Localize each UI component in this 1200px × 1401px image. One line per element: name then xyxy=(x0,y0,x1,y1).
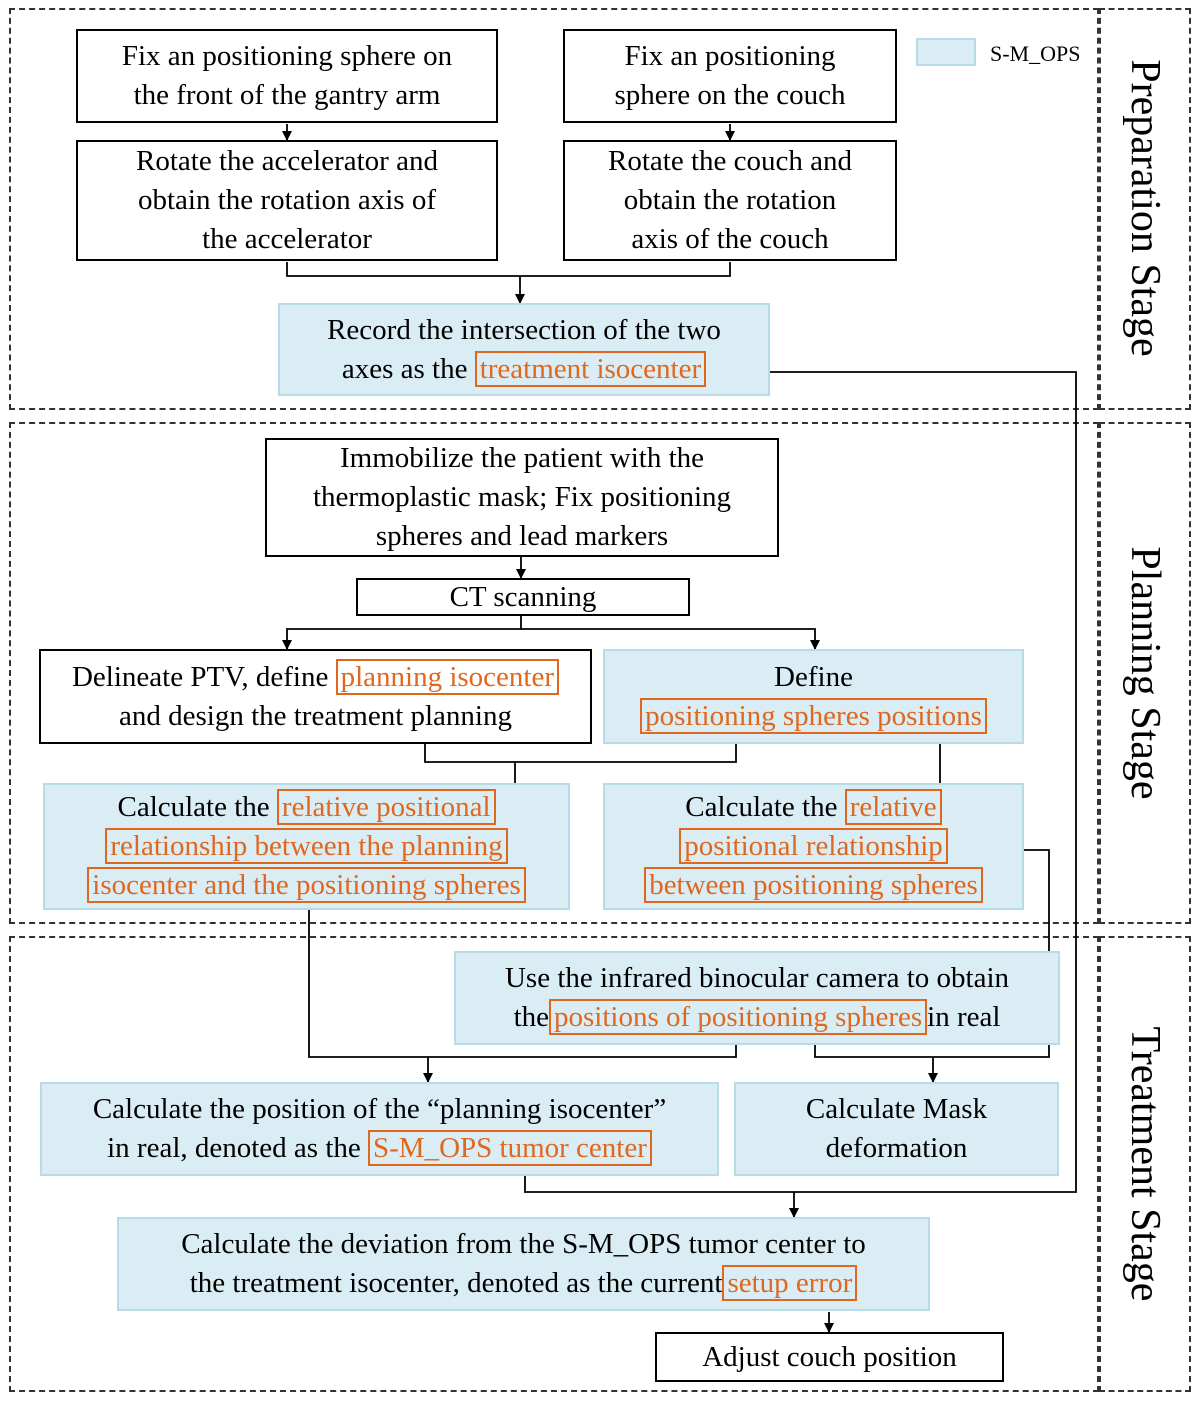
setup-error-highlight: setup error xyxy=(722,1265,858,1301)
planning-label-frame xyxy=(1099,422,1191,924)
box-line: and design the treatment planning xyxy=(118,699,512,732)
box-line: Adjust couch position xyxy=(702,1340,957,1373)
box-line: Calculate the position of the “planning … xyxy=(92,1093,667,1125)
relative-highlight: relative xyxy=(844,789,942,825)
line-isocenter-to-deviation xyxy=(734,371,1077,1193)
record-isocenter-box: Record the intersection of the two axes … xyxy=(278,303,770,396)
box-text: Delineate PTV, define xyxy=(71,660,329,693)
box-line: Calculate Mask xyxy=(805,1093,988,1125)
immobilize-patient-box: Immobilize the patient with the thermopl… xyxy=(265,438,779,557)
box-line: Calculate the relative positional xyxy=(117,788,496,827)
calc-planning-isocenter-position-box: Calculate the position of the “planning … xyxy=(40,1082,719,1176)
box-text: in real, denoted as the xyxy=(107,1132,361,1164)
legend-swatch xyxy=(916,38,976,66)
positioning-spheres-positions-highlight: positioning spheres positions xyxy=(640,697,987,734)
treatment-label-frame xyxy=(1099,936,1191,1392)
box-line: axes as the treatment isocenter xyxy=(341,350,707,389)
box-line: in real, denoted as the S-M_OPS tumor ce… xyxy=(107,1129,652,1168)
box-line: Calculate the deviation from the S-M_OPS… xyxy=(181,1228,866,1260)
rotate-accelerator-box: Rotate the accelerator and obtain the ro… xyxy=(76,140,498,261)
box-text: in real xyxy=(927,1001,1001,1033)
box-line: obtain the rotation xyxy=(623,184,837,216)
preparation-stage-frame xyxy=(9,8,1099,410)
box-line: Use the infrared binocular camera to obt… xyxy=(504,962,1010,994)
calc-relative-isocenter-box: Calculate the relative positional relati… xyxy=(43,783,570,910)
rotate-couch-box: Rotate the couch and obtain the rotation… xyxy=(563,140,897,261)
fix-couch-sphere-box: Fix an positioning sphere on the couch xyxy=(563,29,897,123)
delineate-ptv-box: Delineate PTV, define planning isocenter… xyxy=(39,649,592,744)
box-line: Rotate the couch and xyxy=(608,145,852,177)
define-sphere-positions-box: Define positioning spheres positions xyxy=(603,649,1024,744)
line-tumor-center-down xyxy=(524,1175,794,1193)
box-line: obtain the rotation axis of xyxy=(138,184,436,216)
box-text: the treatment isocenter, denoted as the … xyxy=(189,1267,723,1299)
relative-positional-highlight: relative positional xyxy=(276,789,496,825)
between-spheres-highlight: between positioning spheres xyxy=(644,867,983,903)
box-text: Calculate the xyxy=(117,791,270,823)
box-line: Record the intersection of the two xyxy=(327,313,721,346)
box-text: axes as the xyxy=(341,352,468,385)
split-ct-right xyxy=(521,628,816,649)
box-line: Rotate the accelerator and xyxy=(136,145,438,177)
box-line: the front of the gantry arm xyxy=(133,79,441,111)
preparation-label-frame xyxy=(1099,8,1191,410)
line-rel-iso-down xyxy=(308,907,737,1058)
box-line: Fix an positioning sphere on xyxy=(121,40,453,72)
box-line: deformation xyxy=(825,1132,968,1164)
fix-gantry-sphere-box: Fix an positioning sphere on the front o… xyxy=(76,29,498,123)
box-line: thermoplastic mask; Fix positioning xyxy=(312,481,732,513)
isocenter-spheres-highlight: isocenter and the positioning spheres xyxy=(87,867,526,903)
box-text: the xyxy=(513,1001,550,1033)
treatment-stage-frame xyxy=(9,936,1099,1392)
line-rel-sph-right xyxy=(814,849,1050,1058)
positions-of-spheres-highlight: positions of positioning spheres xyxy=(549,999,928,1035)
relationship-highlight: relationship between the planning xyxy=(105,828,508,864)
positional-relationship-highlight: positional relationship xyxy=(679,828,948,864)
legend-label: S-M_OPS xyxy=(990,41,1081,66)
mask-deformation-box: Calculate Mask deformation xyxy=(734,1082,1059,1176)
box-line: Delineate PTV, define planning isocenter xyxy=(71,658,560,697)
box-line: CT scanning xyxy=(449,580,597,613)
calc-relative-spheres-box: Calculate the relative positional relati… xyxy=(603,783,1024,910)
tumor-center-highlight: S-M_OPS tumor center xyxy=(368,1130,652,1166)
box-line: spheres and lead markers xyxy=(375,520,669,552)
box-line: Calculate the relative xyxy=(685,788,942,827)
box-line: the accelerator xyxy=(202,223,372,255)
merge-rotate-to-record xyxy=(286,262,731,277)
box-line: Immobilize the patient with the xyxy=(339,442,704,474)
box-line: sphere on the couch xyxy=(614,79,846,111)
box-text: Calculate the xyxy=(685,791,838,823)
ct-scanning-box: CT scanning xyxy=(356,578,690,616)
box-line: Fix an positioning xyxy=(624,40,836,72)
treatment-isocenter-highlight: treatment isocenter xyxy=(474,350,707,387)
planning-stage-frame xyxy=(9,422,1099,924)
box-line: Define xyxy=(774,660,853,693)
box-line: the treatment isocenter, denoted as the … xyxy=(190,1264,858,1303)
adjust-couch-box: Adjust couch position xyxy=(655,1332,1004,1382)
box-line: axis of the couch xyxy=(631,223,829,255)
split-ct xyxy=(286,616,522,649)
infrared-camera-box: Use the infrared binocular camera to obt… xyxy=(454,951,1060,1045)
planning-isocenter-highlight: planning isocenter xyxy=(335,658,560,695)
line-define-left xyxy=(515,738,737,763)
setup-error-box: Calculate the deviation from the S-M_OPS… xyxy=(117,1217,930,1311)
